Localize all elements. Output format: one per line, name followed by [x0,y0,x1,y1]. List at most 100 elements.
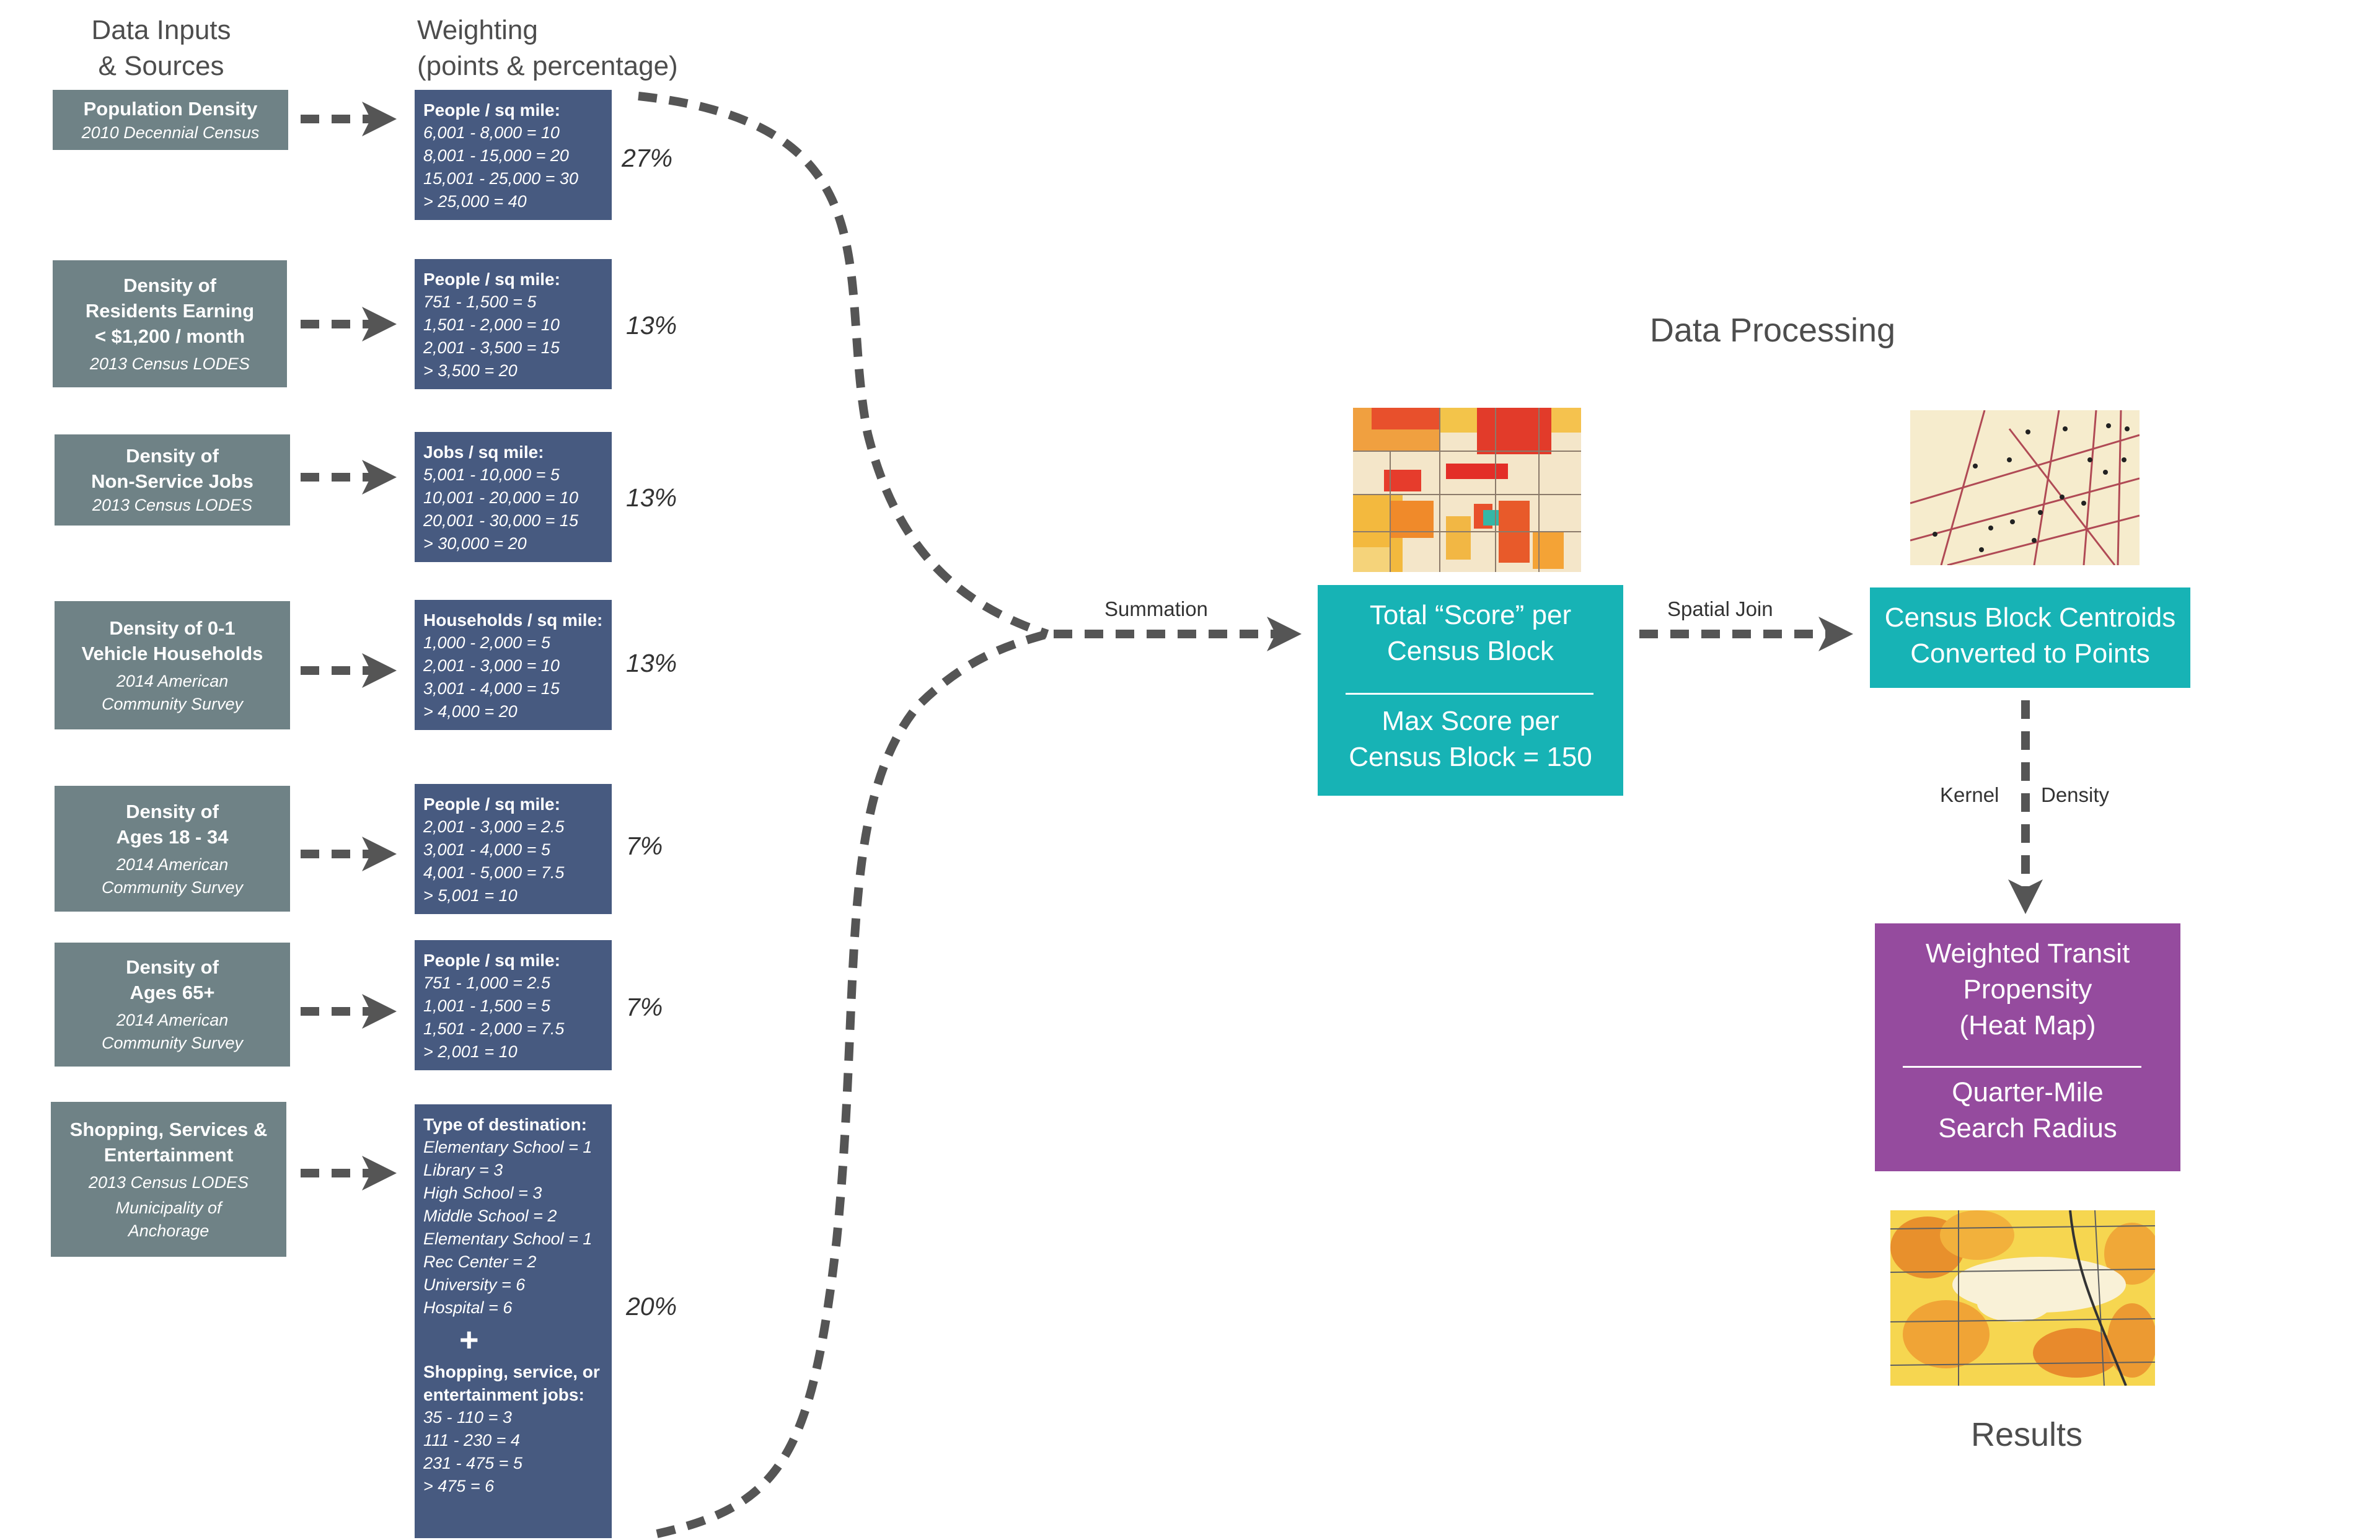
merge-curve-bottom [656,630,1049,1538]
source-citation: Community Survey [101,694,244,713]
source-title: < $1,200 / month [94,325,245,347]
weight-row: 1,001 - 1,500 = 5 [423,997,550,1015]
centroids-box-line: Census Block Centroids [1884,602,2176,633]
weight-box-ages-18-34: People / sq mile: 2,001 - 3,000 = 2.5 3,… [415,784,612,914]
weight-row: 1,501 - 2,000 = 10 [423,315,560,334]
weight-row: 751 - 1,000 = 2.5 [423,974,550,992]
source-box-non-service-jobs: Density of Non-Service Jobs 2013 Census … [55,434,290,526]
source-citation: 2013 Census LODES [92,496,253,514]
heat-map-image [1890,1210,2155,1386]
score-box-line: Total “Score” per [1369,600,1572,630]
results-label: Results [1970,1416,2083,1453]
weight-header: People / sq mile: [423,951,560,970]
weight-row: > 5,001 = 10 [423,886,518,905]
weight-row: > 4,000 = 20 [423,702,518,721]
inputs-header: Data Inputs & Sources [68,12,254,84]
merge-curve-top [638,92,1049,638]
weighting-header-line1: Weighting [417,15,538,45]
source-box-ages-18-34: Density of Ages 18 - 34 2014 American Co… [55,786,290,912]
weight-row: Middle School = 2 [423,1207,557,1225]
weighting-header: Weighting (points & percentage) [417,12,715,84]
source-title: Residents Earning [85,299,255,322]
weight-row: > 30,000 = 20 [423,534,527,553]
score-box-line: Census Block = 150 [1349,742,1592,772]
source-title: Density of [126,800,219,822]
weight-box-population-density: People / sq mile: 6,001 - 8,000 = 10 8,0… [415,90,612,220]
weight-row: 5,001 - 10,000 = 5 [423,465,560,484]
source-title: Density of [126,445,219,467]
weight-row: 111 - 230 = 4 [423,1431,520,1450]
inputs-header-line2: & Sources [98,51,224,81]
weight-row: > 2,001 = 10 [423,1042,518,1061]
result-box-line: (Heat Map) [1959,1010,2096,1041]
weight-row: Library = 3 [423,1161,503,1179]
weight-row: Elementary School = 1 [423,1138,593,1156]
weight-row: 231 - 475 = 5 [423,1454,522,1472]
source-citation: 2014 American [116,671,229,690]
source-title: Density of [123,274,216,296]
source-box-population-density: Population Density 2010 Decennial Census [53,90,288,150]
weight-header: Type of destination: [423,1115,587,1134]
source-title: Population Density [83,97,258,120]
weight-row: 1,501 - 2,000 = 7.5 [423,1019,565,1038]
weight-box-ages-65-plus: People / sq mile: 751 - 1,000 = 2.5 1,00… [415,940,612,1070]
source-citation: 2013 Census LODES [89,354,250,373]
source-title: Ages 65+ [130,982,215,1003]
source-citation: Community Survey [101,878,244,897]
percent-label: 20% [626,1292,677,1321]
weight-row: 15,001 - 25,000 = 30 [423,169,578,188]
weight-row: High School = 3 [423,1184,542,1202]
score-map-image [1353,408,1581,572]
percent-label: 13% [626,649,677,677]
result-box-line: Weighted Transit [1925,938,2130,969]
weight-row: 35 - 110 = 3 [423,1408,512,1427]
weight-row: University = 6 [423,1275,526,1294]
weight-row: 1,000 - 2,000 = 5 [423,633,550,652]
centroids-box: Census Block Centroids Converted to Poin… [1870,587,2190,688]
percent-label: 13% [626,311,677,340]
weight-header: Households / sq mile: [423,610,603,630]
weighting-header-line2: (points & percentage) [417,51,678,81]
source-box-shopping-services: Shopping, Services & Entertainment 2013 … [51,1102,286,1257]
source-title: Ages 18 - 34 [116,825,229,848]
source-citation: 2010 Decennial Census [81,123,260,142]
heat-map-graphic [1890,1210,2155,1386]
weight-box-low-income-residents: People / sq mile: 751 - 1,500 = 5 1,501 … [415,259,612,389]
weight-row: 20,001 - 30,000 = 15 [423,511,578,530]
weight-header: People / sq mile: [423,794,560,814]
summation-label: Summation [1104,597,1208,620]
weight-row: 2,001 - 3,500 = 15 [423,338,560,357]
result-box-line: Search Radius [1938,1113,2117,1143]
score-map-graphic [1353,408,1581,572]
source-box-ages-65-plus: Density of Ages 65+ 2014 American Commun… [55,943,290,1067]
weight-box-shopping-services: Type of destination: Elementary School =… [415,1104,612,1538]
source-citation: 2013 Census LODES [88,1173,249,1192]
source-title: Non-Service Jobs [91,470,253,492]
result-box-line: Propensity [1963,974,2092,1005]
weight-box-vehicle-households: Households / sq mile: 1,000 - 2,000 = 5 … [415,600,612,730]
score-box-line: Census Block [1386,636,1554,666]
score-box-divider [1346,693,1593,695]
weight-header: People / sq mile: [423,270,560,289]
weight-header: entertainment jobs: [423,1385,584,1404]
weight-row: 3,001 - 4,000 = 5 [423,840,550,859]
spatial-join-label: Spatial Join [1667,597,1773,620]
weight-header: Jobs / sq mile: [423,442,544,462]
weight-row: > 475 = 6 [423,1477,495,1495]
centroid-map-graphic [1910,410,2140,565]
source-title: Entertainment [104,1143,234,1166]
weight-row: 3,001 - 4,000 = 15 [423,679,560,698]
percent-label: 27% [622,144,673,172]
density-label: Density [2041,783,2110,806]
result-box-divider [1903,1066,2141,1068]
inputs-header-line1: Data Inputs [91,15,231,45]
weight-row: 4,001 - 5,000 = 7.5 [423,863,565,882]
weight-row: 8,001 - 15,000 = 20 [423,146,569,165]
total-score-box: Total “Score” per Census Block Max Score… [1318,585,1623,796]
result-heat-map-box: Weighted Transit Propensity (Heat Map) Q… [1875,923,2180,1171]
weight-header: People / sq mile: [423,100,560,120]
weight-row: Hospital = 6 [423,1298,513,1317]
source-title: Density of 0-1 [109,617,236,639]
